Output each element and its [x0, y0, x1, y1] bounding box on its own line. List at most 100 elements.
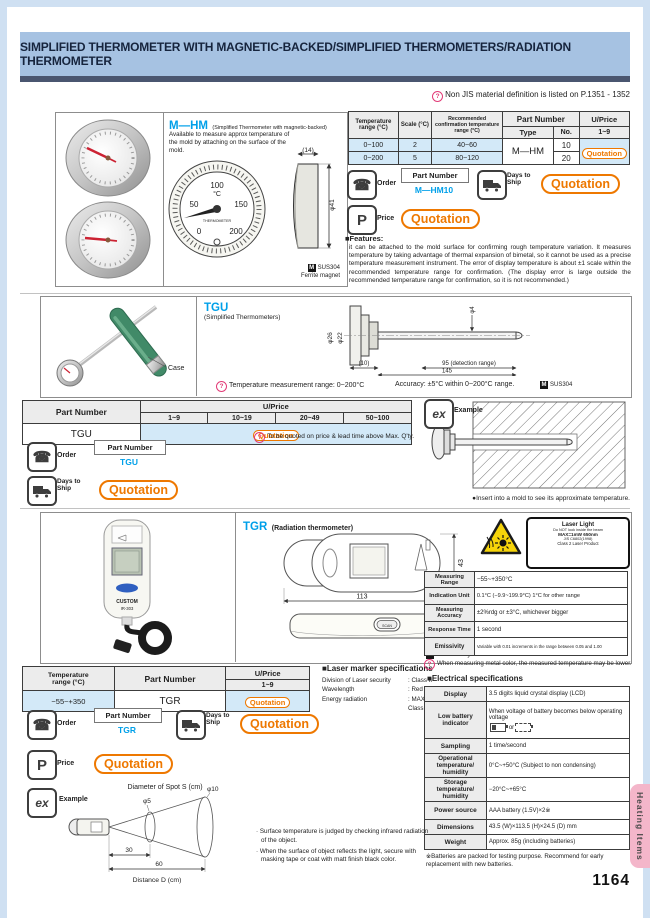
tgr-spot-diagram: Diameter of Spot S (cm) φ5 φ10 30 60 Dis…	[68, 784, 219, 884]
tgu-dim-95: 95 (detection range)	[442, 361, 496, 367]
tgr-code: TGR	[243, 521, 268, 533]
electrical-title: ■Electrical specifications	[427, 674, 523, 683]
help-icon: ?	[424, 659, 435, 670]
days-to-ship-label: Days to Ship	[57, 478, 81, 492]
surface-notes: · Surface temperature is judged by check…	[256, 828, 432, 865]
spot-title: Diameter of Spot S (cm)	[127, 784, 202, 791]
material-m-icon: M	[540, 381, 548, 389]
cell-part-value: TGU	[22, 423, 141, 445]
th-uprice: U/Price	[225, 666, 310, 680]
tgu-name: (Simplified Thermometers)	[204, 314, 281, 321]
order-phone-icon: ☎	[27, 710, 57, 740]
mhm-description: Available to measure approx temperature …	[169, 131, 290, 154]
th-recommended: Recommended confirmation temperature ran…	[431, 111, 504, 139]
page-title: SIMPLIFIED THERMOMETER WITH MAGNETIC-BAC…	[20, 32, 630, 82]
spot-dist30: 30	[125, 847, 133, 854]
tgu-code: TGU	[204, 302, 229, 314]
mhm-dim-dia: φ41	[329, 199, 336, 211]
th-uprice: U/Price	[139, 400, 413, 413]
price-label: Price	[57, 760, 75, 767]
laser-marker-title: ■Laser marker specifications	[322, 664, 433, 673]
electrical-note: ※Batteries are packed for testing purpos…	[426, 853, 604, 869]
tgu-dim-d22: φ22	[337, 332, 344, 344]
quotation-badge: Quotation	[541, 174, 621, 194]
dial-200: 200	[229, 227, 243, 236]
tgr-price-table: Temperature range (°C) Part Number U/Pri…	[22, 666, 310, 712]
mhm-side-view: (14) φ41	[293, 147, 336, 249]
mhm-order-part-number: M—HM10	[414, 185, 454, 195]
mhm-gauge-photo-2	[65, 201, 151, 279]
days-to-ship-truck-icon	[27, 476, 57, 506]
help-icon: ?	[432, 91, 444, 102]
tgu-case-label: Case	[168, 365, 184, 372]
days-to-ship-truck-icon	[477, 170, 507, 200]
quotation-badge: Quotation	[253, 430, 299, 441]
order-label: Order	[57, 720, 77, 727]
features-text: it can be attached to the mold surface f…	[349, 244, 631, 284]
tgu-dim-d26: φ26	[327, 332, 334, 344]
tgr-name: (Radiation thermometer)	[271, 525, 354, 532]
dial-100: 100	[210, 181, 224, 190]
tgr-scan-button-label: SCAN	[382, 624, 392, 628]
mhm-title: M—HM (Simplified Thermometer with magnet…	[169, 116, 343, 134]
quotation-badge: Quotation	[94, 754, 174, 774]
mhm-dim-width: (14)	[302, 147, 314, 154]
features-title: ■Features:	[345, 234, 384, 243]
tgu-dimension-diagram: φ26 φ22 φ4 (10) 95 (detection range) 145	[327, 305, 530, 376]
tgu-insert-note: ●Insert into a mold to see its approxima…	[472, 495, 630, 502]
tgr-dim-43: 43	[458, 559, 465, 567]
order-phone-icon: ☎	[27, 442, 57, 472]
th-no: No.	[552, 126, 580, 139]
table-row: 0~200 5 80~120 20	[348, 151, 630, 165]
tgr-dim-113: 113	[356, 594, 367, 601]
page-frame-left	[0, 0, 7, 918]
order-label: Order	[57, 452, 77, 459]
help-icon: ?	[216, 381, 227, 392]
example-label: Example	[59, 796, 88, 803]
spot-d5: φ5	[143, 798, 151, 805]
tgu-dim-d4: φ4	[470, 306, 476, 314]
order-label: Order	[377, 180, 397, 187]
th-part-number: Part Number	[22, 400, 141, 424]
tgu-order-part-number: TGU	[120, 457, 138, 467]
quotation-badge: Quotation	[99, 480, 179, 500]
page-frame-right	[643, 0, 650, 918]
page-frame-top	[0, 0, 650, 7]
tgu-quote-note: ?To be quoted on price & lead time above…	[228, 432, 414, 443]
tgr-photo-model: IR-303	[121, 606, 134, 611]
tgu-photo: Case	[56, 305, 184, 387]
tgr-title: TGR (Radiation thermometer)	[243, 517, 353, 535]
tgr-measuring-spec-table: Measuring Range−55~+350°C Indication Uni…	[424, 571, 629, 656]
tgr-photo-brand: CUSTOM	[116, 599, 138, 605]
th-scale: Scale (°C)	[397, 111, 433, 139]
spot-xlabel: Distance D (cm)	[133, 877, 182, 884]
surface-note-1: · Surface temperature is judged by check…	[256, 828, 429, 844]
table-row: TGU Quotation	[22, 423, 413, 445]
tgr-top-view-diagram: 43 113	[283, 533, 465, 604]
quotation-badge: Quotation	[240, 714, 320, 734]
spot-dist60: 60	[155, 861, 163, 868]
days-to-ship-truck-icon	[176, 710, 206, 740]
non-jis-note: ?Non JIS material definition is listed o…	[320, 90, 630, 102]
surface-note-2: · When the surface of object reflects th…	[256, 847, 416, 864]
laser-light-label: Laser Light Do NOT look inside the beam …	[526, 517, 630, 569]
page-number: 1164	[592, 872, 630, 889]
th-uprice: U/Price	[578, 111, 631, 127]
table-row: 0~100 2 40~60 M—HM 10 Quotation	[348, 138, 631, 165]
heating-items-tab[interactable]: Heating Items	[630, 784, 650, 868]
dial-brand: THERMOMETER	[203, 219, 232, 223]
example-ex-icon: ex	[424, 399, 454, 429]
example-ex-icon: ex	[27, 788, 57, 818]
help-icon: ?	[254, 432, 266, 443]
dial-unit: °C	[213, 190, 221, 198]
dial-150: 150	[234, 200, 248, 209]
dial-0: 0	[197, 227, 202, 236]
order-phone-icon: ☎	[347, 170, 377, 200]
mhm-spec-table: Temperature range (°C) Scale (°C) Recomm…	[348, 111, 631, 165]
tgu-range-note: ?Temperature measurement range: 0~200°C	[216, 381, 364, 392]
mhm-dial-diagram: 100 °C 50 150 0 200 THERMOMETER	[168, 160, 266, 258]
cell-type-value: M—HM	[502, 138, 554, 165]
quotation-badge: Quotation	[244, 697, 291, 708]
